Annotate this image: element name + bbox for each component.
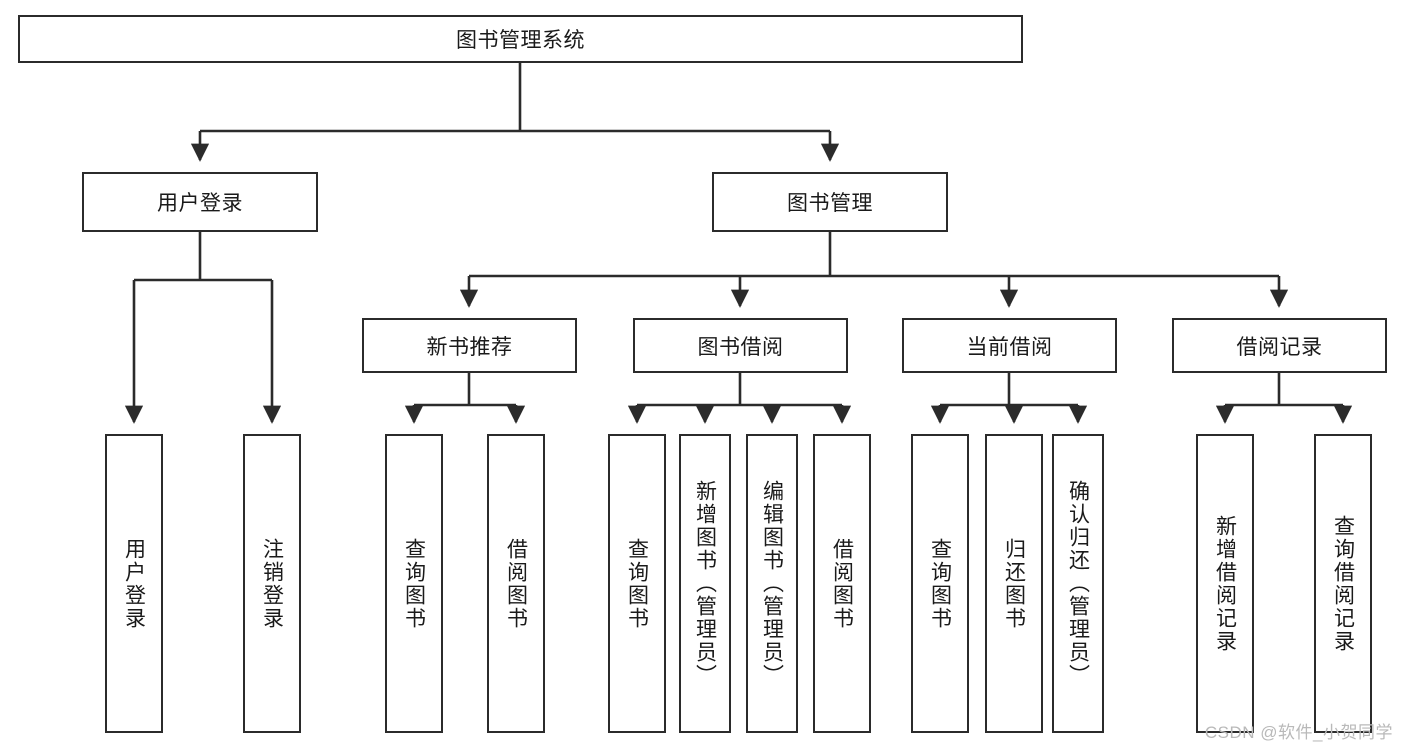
node-leaf-logout-label: 注销登录	[260, 537, 284, 630]
node-leaf-query-book-1-label: 查询图书	[402, 537, 426, 630]
node-leaf-query-book-2[interactable]: 查询图书	[608, 434, 666, 733]
csdn-watermark: CSDN @软件_小贺同学	[1204, 723, 1393, 742]
node-leaf-return-book-label: 归还图书	[1002, 537, 1026, 630]
node-leaf-user-login-label: 用户登录	[122, 537, 146, 630]
node-leaf-borrow-book-1[interactable]: 借阅图书	[487, 434, 545, 733]
node-leaf-confirm-return[interactable]: 确认归还（管理员）	[1052, 434, 1104, 733]
node-leaf-query-book-3-label: 查询图书	[928, 537, 952, 630]
node-leaf-add-record-label: 新增借阅记录	[1213, 514, 1237, 653]
node-book-manage-label: 图书管理	[787, 192, 873, 215]
node-borrow-record-label: 借阅记录	[1236, 335, 1323, 359]
node-current-borrow-label: 当前借阅	[966, 335, 1053, 359]
node-user-login[interactable]: 用户登录	[82, 172, 318, 232]
node-new-book-recommend[interactable]: 新书推荐	[362, 318, 577, 373]
node-leaf-edit-book-label: 编辑图书（管理员）	[760, 480, 784, 687]
node-root-label: 图书管理系统	[456, 29, 585, 52]
node-leaf-borrow-book-1-label: 借阅图书	[504, 537, 528, 630]
node-leaf-logout[interactable]: 注销登录	[243, 434, 301, 733]
node-leaf-query-record[interactable]: 查询借阅记录	[1314, 434, 1372, 733]
node-leaf-borrow-book-2-label: 借阅图书	[830, 537, 854, 630]
node-root[interactable]: 图书管理系统	[18, 15, 1023, 63]
node-leaf-add-book[interactable]: 新增图书（管理员）	[679, 434, 731, 733]
node-borrow-record[interactable]: 借阅记录	[1172, 318, 1387, 373]
node-leaf-borrow-book-2[interactable]: 借阅图书	[813, 434, 871, 733]
node-leaf-query-book-1[interactable]: 查询图书	[385, 434, 443, 733]
node-leaf-query-record-label: 查询借阅记录	[1331, 514, 1355, 653]
node-user-login-label: 用户登录	[157, 192, 243, 215]
node-book-borrow-label: 图书借阅	[697, 335, 784, 359]
node-leaf-add-record[interactable]: 新增借阅记录	[1196, 434, 1254, 733]
node-leaf-query-book-2-label: 查询图书	[625, 537, 649, 630]
node-current-borrow[interactable]: 当前借阅	[902, 318, 1117, 373]
node-new-book-recommend-label: 新书推荐	[426, 335, 513, 359]
node-book-borrow[interactable]: 图书借阅	[633, 318, 848, 373]
node-leaf-confirm-return-label: 确认归还（管理员）	[1066, 480, 1090, 687]
node-leaf-add-book-label: 新增图书（管理员）	[693, 480, 717, 687]
node-leaf-return-book[interactable]: 归还图书	[985, 434, 1043, 733]
node-leaf-query-book-3[interactable]: 查询图书	[911, 434, 969, 733]
node-book-manage[interactable]: 图书管理	[712, 172, 948, 232]
node-leaf-edit-book[interactable]: 编辑图书（管理员）	[746, 434, 798, 733]
node-leaf-user-login[interactable]: 用户登录	[105, 434, 163, 733]
